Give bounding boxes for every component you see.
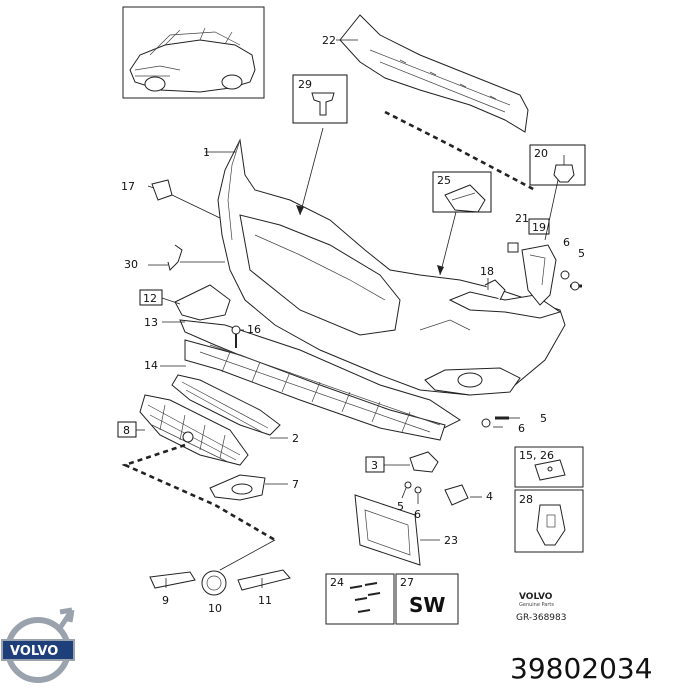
callout-8: 8 bbox=[123, 424, 130, 437]
part-10-emblem bbox=[201, 570, 227, 596]
part-7-fog-cover bbox=[209, 474, 288, 501]
callout-3: 3 bbox=[371, 459, 378, 472]
part-30-hook bbox=[148, 244, 225, 271]
diagram-ref: GR-368983 bbox=[516, 613, 566, 623]
part-11-trim bbox=[237, 569, 291, 591]
callout-12: 12 bbox=[143, 292, 157, 305]
callout-18: 18 bbox=[480, 265, 494, 278]
part-number: 39802034 bbox=[510, 652, 653, 685]
part-9-trim bbox=[149, 571, 196, 589]
part-13-spoiler bbox=[162, 319, 461, 431]
callout-10: 10 bbox=[208, 602, 222, 615]
part-29-clip bbox=[311, 92, 335, 116]
callout-24: 24 bbox=[330, 576, 344, 589]
arrow-29 bbox=[299, 127, 324, 216]
part-2-lower-grille-insert bbox=[171, 374, 288, 439]
sw-label: SW bbox=[409, 593, 445, 617]
callout-11: 11 bbox=[258, 594, 272, 607]
part-23-plate-holder bbox=[354, 494, 440, 566]
part-15-26-box bbox=[514, 446, 584, 488]
callout-13: 13 bbox=[144, 316, 158, 329]
callout-9: 9 bbox=[162, 594, 169, 607]
part-25-bracket bbox=[444, 184, 486, 213]
callout-6c: 6 bbox=[414, 508, 421, 521]
part-3-sensor-holder bbox=[384, 451, 439, 473]
part-19-bracket bbox=[507, 242, 582, 306]
part-8-grille bbox=[136, 394, 249, 466]
car-thumbnail bbox=[122, 6, 265, 99]
callout-27: 27 bbox=[400, 576, 414, 589]
arrow-25 bbox=[439, 211, 457, 276]
part-17-cap bbox=[147, 179, 221, 219]
callout-4: 4 bbox=[486, 490, 493, 503]
callout-7: 7 bbox=[292, 478, 299, 491]
callout-14: 14 bbox=[144, 359, 158, 372]
callout-15-26: 15, 26 bbox=[519, 449, 554, 462]
part-22-absorber bbox=[336, 14, 529, 133]
part-4-sensor bbox=[444, 484, 482, 506]
part-16-screw bbox=[231, 325, 244, 348]
boxed-callouts: 29 25 20 19 12 8 3 SW bbox=[117, 74, 586, 617]
brand-sub: Genuine Parts bbox=[519, 602, 554, 608]
callout-6b: 6 bbox=[518, 422, 525, 435]
part-28-box bbox=[514, 489, 584, 553]
leader-8 bbox=[121, 443, 276, 542]
part-12-bracket bbox=[161, 284, 231, 321]
callout-23: 23 bbox=[444, 534, 458, 547]
part-18-bracket bbox=[448, 278, 562, 319]
leader-22 bbox=[384, 110, 536, 192]
callout-5c: 5 bbox=[397, 500, 404, 513]
callout-20: 20 bbox=[534, 147, 548, 160]
part-20-clip bbox=[553, 155, 575, 183]
callout-22: 22 bbox=[322, 34, 336, 47]
callout-28: 28 bbox=[519, 493, 533, 506]
callout-29: 29 bbox=[298, 78, 312, 91]
callout-5a: 5 bbox=[578, 247, 585, 260]
callout-5b: 5 bbox=[540, 412, 547, 425]
volvo-logo: VOLVO bbox=[1, 607, 75, 683]
logo-text: VOLVO bbox=[10, 644, 58, 659]
part-24-box bbox=[325, 573, 395, 625]
callout-25: 25 bbox=[437, 174, 451, 187]
callout-1: 1 bbox=[203, 146, 210, 159]
lower-screws bbox=[401, 416, 520, 504]
brand-block: VOLVO Genuine Parts GR-368983 bbox=[516, 592, 566, 623]
callout-16: 16 bbox=[247, 323, 261, 336]
brand-name: VOLVO bbox=[519, 592, 553, 602]
callout-19: 19 bbox=[532, 221, 546, 234]
callout-2: 2 bbox=[292, 432, 299, 445]
part-1-bumper-cover bbox=[205, 138, 566, 396]
callout-21: 21 bbox=[515, 212, 529, 225]
callout-17: 17 bbox=[121, 180, 135, 193]
part-14-lower-grille bbox=[160, 339, 446, 441]
part-27-box bbox=[395, 573, 459, 625]
callout-30: 30 bbox=[124, 258, 138, 271]
callout-labels: 22 1 17 30 13 16 14 2 7 9 10 11 21 6 5 1… bbox=[121, 34, 585, 615]
callout-6a: 6 bbox=[563, 236, 570, 249]
